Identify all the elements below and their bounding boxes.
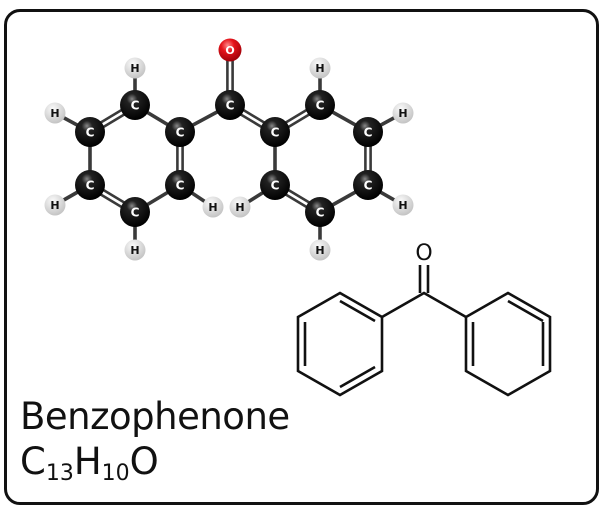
svg-text:H: H bbox=[398, 199, 407, 212]
svg-text:H: H bbox=[315, 62, 324, 75]
hydrogen-atom: H bbox=[44, 102, 66, 124]
svg-text:C: C bbox=[316, 206, 325, 220]
hydrogen-atom: H bbox=[309, 57, 331, 79]
svg-text:C: C bbox=[131, 99, 140, 113]
svg-text:C: C bbox=[364, 126, 373, 140]
carbon-atom: C bbox=[165, 117, 195, 147]
formula-hydrogen-count: 10 bbox=[101, 461, 130, 486]
svg-text:C: C bbox=[86, 126, 95, 140]
formula-carbon-count: 13 bbox=[45, 461, 74, 486]
oxygen-atom: O bbox=[218, 38, 242, 62]
carbon-atom: C bbox=[353, 170, 383, 200]
hydrogen-atom: H bbox=[229, 196, 251, 218]
carbon-atom: C bbox=[260, 170, 290, 200]
left-benzene-ring bbox=[296, 291, 384, 397]
carbon-atom: C bbox=[305, 197, 335, 227]
hydrogen-atom: H bbox=[44, 194, 66, 216]
hydrogen-atom: H bbox=[124, 239, 146, 261]
formula-carbon: C bbox=[20, 440, 46, 483]
carbon-atom: C bbox=[353, 117, 383, 147]
svg-text:O: O bbox=[225, 44, 234, 57]
carbon-atom: C bbox=[75, 117, 105, 147]
svg-text:H: H bbox=[130, 244, 139, 257]
hydrogen-atom: H bbox=[392, 194, 414, 216]
right-benzene-ring bbox=[464, 291, 552, 397]
formula-hydrogen: H bbox=[73, 440, 102, 483]
atoms-layer: O C C C C C C C C C C C C C H H H H H H H H H H bbox=[44, 38, 414, 261]
compound-name: Benzophenone bbox=[20, 395, 290, 438]
carbon-atom: C bbox=[215, 90, 245, 120]
carbon-atom: C bbox=[120, 90, 150, 120]
hydrogen-atom: H bbox=[124, 57, 146, 79]
svg-text:C: C bbox=[176, 179, 185, 193]
hydrogen-atom: H bbox=[202, 196, 224, 218]
svg-text:H: H bbox=[130, 62, 139, 75]
diagram-frame bbox=[4, 9, 599, 505]
svg-text:C: C bbox=[271, 179, 280, 193]
svg-text:H: H bbox=[235, 201, 244, 214]
carbon-atom: C bbox=[75, 170, 105, 200]
carbon-atom: C bbox=[120, 197, 150, 227]
hydrogen-atom: H bbox=[309, 239, 331, 261]
svg-text:C: C bbox=[176, 126, 185, 140]
svg-text:H: H bbox=[50, 199, 59, 212]
svg-text:C: C bbox=[226, 99, 235, 113]
carbon-atom: C bbox=[165, 170, 195, 200]
svg-text:C: C bbox=[86, 179, 95, 193]
hydrogen-atom: H bbox=[392, 102, 414, 124]
skeletal-oxygen-label: O bbox=[415, 241, 432, 266]
svg-text:C: C bbox=[131, 206, 140, 220]
svg-text:C: C bbox=[271, 126, 280, 140]
molecular-formula: C13H10O bbox=[20, 440, 159, 486]
svg-text:C: C bbox=[316, 99, 325, 113]
svg-text:C: C bbox=[364, 179, 373, 193]
carbon-atom: C bbox=[305, 90, 335, 120]
svg-text:H: H bbox=[208, 201, 217, 214]
svg-text:H: H bbox=[398, 107, 407, 120]
carbon-atom: C bbox=[260, 117, 290, 147]
svg-text:H: H bbox=[50, 107, 59, 120]
svg-text:H: H bbox=[315, 244, 324, 257]
formula-oxygen: O bbox=[129, 440, 159, 483]
